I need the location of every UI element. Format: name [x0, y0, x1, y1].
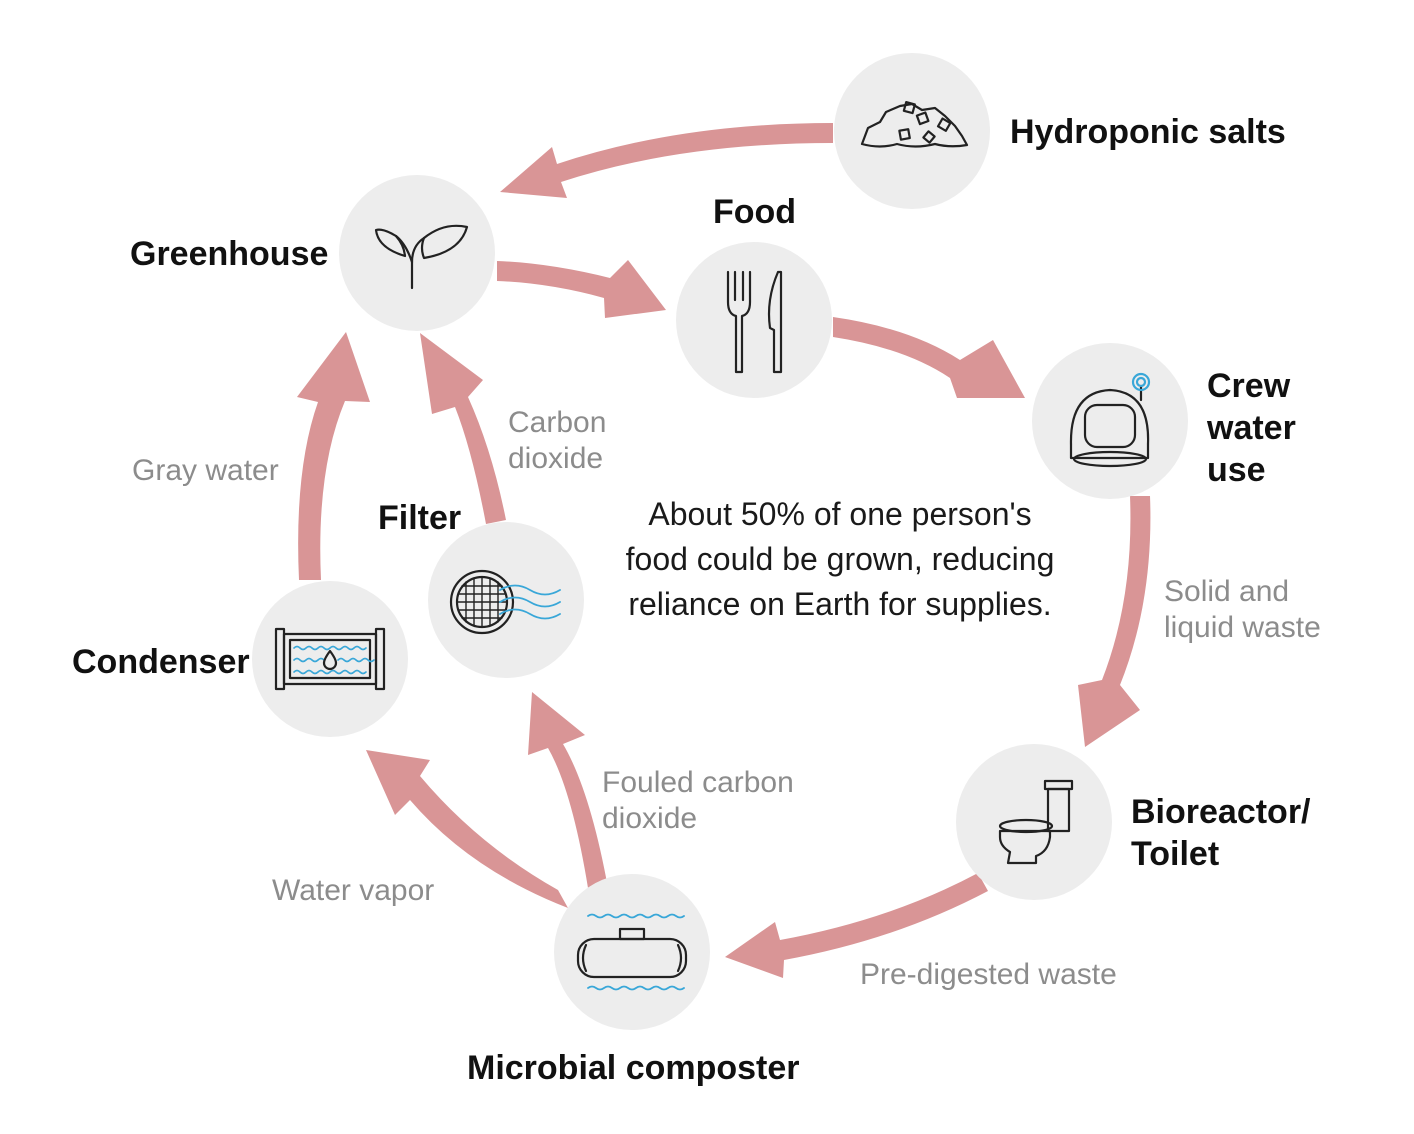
node-circle-greenhouse — [339, 175, 495, 331]
node-label-food: Food — [713, 193, 797, 231]
condenser-icon — [274, 627, 386, 691]
node-label-greenhouse: Greenhouse — [130, 235, 329, 273]
salt-pile-icon — [860, 101, 969, 148]
flow-arrows — [297, 123, 1151, 978]
flow-label-fouled-co2: Fouled carbon dioxide — [602, 765, 794, 837]
arrow-crew-to-bioreactor — [1078, 496, 1151, 747]
arrow-food-to-crew — [833, 317, 1025, 398]
flow-label-fouled-co2-line-2: dioxide — [602, 802, 698, 835]
node-label-microbial-composter: Microbial composter — [467, 1049, 800, 1087]
node-label-crew-line-1: Crew — [1207, 367, 1291, 405]
flow-label-gray-water: Gray water — [132, 454, 279, 487]
sprout-icon — [374, 224, 469, 290]
flow-label-fouled-co2-line-1: Fouled carbon — [602, 766, 794, 799]
flow-label-carbon-dioxide: Carbon dioxide — [508, 405, 606, 477]
node-label-crew-line-2: water — [1207, 409, 1296, 447]
flow-label-carbon-dioxide-line-1: Carbon — [508, 406, 607, 439]
tank-icon — [576, 913, 688, 991]
node-icons — [274, 101, 1151, 991]
node-label-crew-water-use: Crew water use — [1207, 365, 1296, 491]
fork-knife-icon — [726, 270, 783, 374]
arrow-composter-to-condenser — [366, 750, 568, 908]
node-label-bioreactor-line-2: Toilet — [1131, 835, 1220, 873]
arrow-greenhouse-to-food — [497, 260, 666, 318]
filter-mesh-icon — [449, 569, 561, 635]
flow-label-carbon-dioxide-line-2: dioxide — [508, 442, 604, 475]
flow-label-solid-liquid-waste: Solid and liquid waste — [1164, 574, 1321, 646]
node-label-bioreactor-line-1: Bioreactor/ — [1131, 793, 1311, 831]
arrow-bioreactor-to-composter — [725, 873, 988, 978]
node-circle-condenser — [252, 581, 408, 737]
flow-label-waste-line-1: Solid and — [1164, 575, 1290, 608]
node-circles — [252, 53, 1188, 1030]
astronaut-helmet-icon — [1069, 372, 1151, 468]
node-label-crew-line-3: use — [1207, 451, 1266, 489]
arrow-composter-to-filter — [528, 692, 608, 888]
toilet-icon — [998, 779, 1074, 865]
node-label-condenser: Condenser — [72, 643, 250, 681]
node-label-bioreactor-toilet: Bioreactor/ Toilet — [1131, 791, 1311, 875]
flow-label-waste-line-2: liquid waste — [1164, 611, 1321, 644]
flow-label-pre-digested-waste: Pre-digested waste — [860, 958, 1117, 991]
arrow-salts-to-greenhouse — [500, 123, 833, 198]
arrow-condenser-to-greenhouse — [297, 332, 370, 580]
node-label-hydroponic-salts: Hydroponic salts — [1010, 113, 1286, 151]
node-circle-composter — [554, 874, 710, 1030]
center-summary-text: About 50% of one person's food could be … — [625, 496, 1055, 622]
arrow-filter-to-greenhouse — [420, 333, 506, 524]
flow-label-water-vapor: Water vapor — [272, 874, 435, 907]
node-label-filter: Filter — [378, 499, 462, 537]
node-circle-crew — [1032, 343, 1188, 499]
node-circle-bioreactor — [956, 744, 1112, 900]
node-circle-food — [676, 242, 832, 398]
node-circle-hydroponic-salts — [834, 53, 990, 209]
